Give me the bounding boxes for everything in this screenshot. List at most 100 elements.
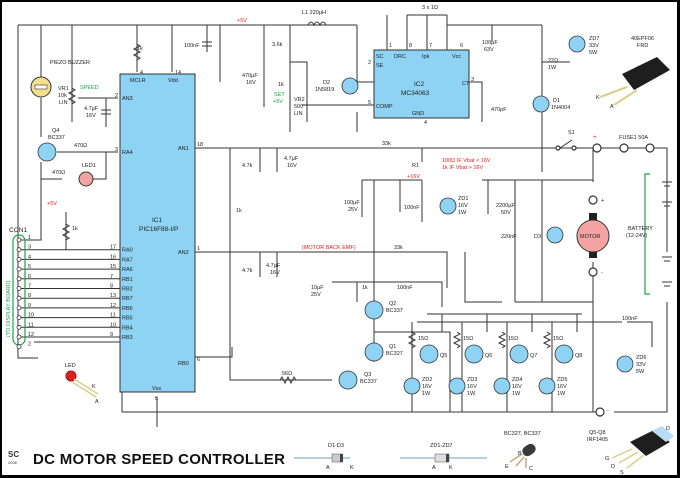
zd7-name: ZD7 bbox=[589, 36, 599, 42]
zd6-name: ZD6 bbox=[636, 355, 646, 361]
capacitor-icon bbox=[101, 109, 111, 115]
led-illustration: LED K A bbox=[65, 363, 99, 405]
r-56-label: 56Ω bbox=[282, 371, 292, 377]
con1-note: (TO DISPLAY BOARD) bbox=[6, 280, 12, 337]
to247-package-icon bbox=[622, 57, 670, 90]
gate-zener-label: 1W bbox=[557, 391, 566, 397]
zd7-voltage: 33V bbox=[589, 43, 599, 49]
d1-name: D1 bbox=[553, 98, 560, 104]
wire-rb0 bbox=[195, 148, 332, 381]
motor-plus-terminal bbox=[588, 195, 598, 205]
zener-icon bbox=[568, 35, 586, 53]
c-470u-value: 470µF bbox=[242, 73, 258, 79]
wire-an3 bbox=[78, 97, 118, 127]
con1-pin bbox=[16, 305, 22, 311]
gate-zener-label: 1W bbox=[422, 391, 431, 397]
mosfet-bank: 15ΩQ5ZD216V1W15ΩQ6ZD316V1W15ΩQ7ZD416V1W1… bbox=[403, 331, 582, 397]
vr1: VR1 10k LIN SPEED bbox=[58, 85, 99, 106]
wire-feedback bbox=[289, 25, 308, 132]
vr1-value: 10k bbox=[58, 93, 67, 99]
con1-pin-number: 5 bbox=[28, 264, 31, 270]
zd1-voltage: 16V bbox=[458, 203, 468, 209]
zener-icon bbox=[616, 355, 634, 373]
motor-label: MOTOR bbox=[580, 234, 600, 240]
plus-terminal bbox=[592, 143, 602, 153]
plus-terminal-label: + bbox=[593, 134, 597, 141]
zener-icon bbox=[493, 377, 511, 395]
r-47k-a-label: 4.7k bbox=[242, 163, 253, 169]
battery-label: BATTERY bbox=[628, 226, 653, 232]
resistor-icon bbox=[452, 331, 462, 349]
r-33k-b-label: 33k bbox=[394, 245, 403, 251]
ic1-port-pin-name: RA7 bbox=[122, 257, 133, 263]
fred-pin-a: A bbox=[610, 104, 614, 110]
zener-icon bbox=[403, 377, 421, 395]
gate-zener-label: 1W bbox=[512, 391, 521, 397]
d2-name: D2 bbox=[323, 80, 330, 86]
q2-part: BC337 bbox=[386, 308, 403, 314]
ic1-port-pin-num: 16 bbox=[110, 254, 116, 260]
r-q4b-label: 470Ω bbox=[74, 143, 87, 149]
con1-pin-number: 6 bbox=[28, 274, 31, 280]
r-22-power: 1W bbox=[548, 65, 557, 71]
potentiometer-icon bbox=[67, 87, 77, 105]
wire-vcc bbox=[447, 24, 570, 172]
sc-logo: SC bbox=[8, 450, 19, 459]
ic2-pin-ipk-num: 7 bbox=[429, 43, 432, 49]
q2: Q2 BC337 bbox=[364, 300, 403, 320]
transistor-icon bbox=[37, 142, 57, 162]
wire-ra4 bbox=[57, 151, 118, 180]
ic2-pin-comp: COMP bbox=[376, 104, 393, 110]
ic1-body bbox=[119, 73, 196, 393]
fuse-terminal-b bbox=[645, 143, 655, 153]
ic1-pin-mclr: MCLR bbox=[130, 78, 146, 84]
con1-pin bbox=[16, 247, 22, 253]
ic2-pin-vcc: Vcc bbox=[452, 54, 461, 60]
ic1-port-pin-num: 10 bbox=[110, 322, 116, 328]
ic1-port-pin-name: RB6 bbox=[122, 306, 133, 312]
mosfet-label: Q7 bbox=[530, 353, 537, 359]
fred-type: FRD bbox=[637, 43, 648, 49]
legend-diode: D1-D3 A K bbox=[294, 443, 354, 471]
con1-label: CON1 bbox=[9, 227, 27, 234]
ic1-pin-ra4-num: 3 bbox=[115, 147, 118, 153]
ic1-pin-vss: Vss bbox=[152, 386, 161, 392]
resistor-icon bbox=[278, 375, 298, 385]
gate-resistor-label: 15Ω bbox=[463, 336, 473, 342]
legend-irf-g: G bbox=[605, 456, 609, 462]
zd7: ZD7 33V 5W bbox=[568, 35, 599, 56]
c-an3-voltage: 16V bbox=[86, 113, 96, 119]
c-an3-value: 4.7µF bbox=[84, 106, 99, 112]
diode-icon bbox=[546, 226, 564, 244]
led1: LED1 bbox=[78, 163, 96, 187]
c-100u63-value: 100µF bbox=[482, 40, 498, 46]
set-label: SET bbox=[274, 92, 285, 98]
d1-diode: D1 1N4004 bbox=[532, 95, 570, 113]
diode-icon bbox=[532, 95, 550, 113]
ic1-port-pin-name: RB4 bbox=[122, 325, 133, 331]
ic1-pin-mclr-num: 4 bbox=[140, 70, 143, 76]
con1-pin-number: 12 bbox=[28, 332, 34, 338]
zener-icon bbox=[439, 197, 457, 215]
gate-zener-label: ZD4 bbox=[512, 377, 522, 383]
s1-switch[interactable]: S1 bbox=[555, 130, 577, 151]
resistor-icon bbox=[407, 331, 417, 349]
legend-irf-part: IRF1405 bbox=[587, 437, 608, 443]
c-470p-label: 470pF bbox=[491, 107, 507, 113]
legend-d-a: A bbox=[326, 465, 330, 471]
ic2-pin-ct-num: 3 bbox=[471, 77, 474, 83]
transistor-icon bbox=[364, 342, 384, 362]
zener-icon bbox=[448, 377, 466, 395]
ic1-port-pin-num: 15 bbox=[110, 264, 116, 270]
transistor-icon bbox=[364, 300, 384, 320]
c-100n-out-label: 100nF bbox=[622, 316, 638, 322]
c-10u-value: 10µF bbox=[311, 285, 324, 291]
ic2-pin-drc-num: 8 bbox=[409, 43, 412, 49]
inductor-icon bbox=[307, 21, 327, 27]
r-1k-fb-label: 1k bbox=[278, 82, 284, 88]
mosfet-icon bbox=[419, 344, 439, 364]
minus-terminal bbox=[595, 407, 605, 417]
